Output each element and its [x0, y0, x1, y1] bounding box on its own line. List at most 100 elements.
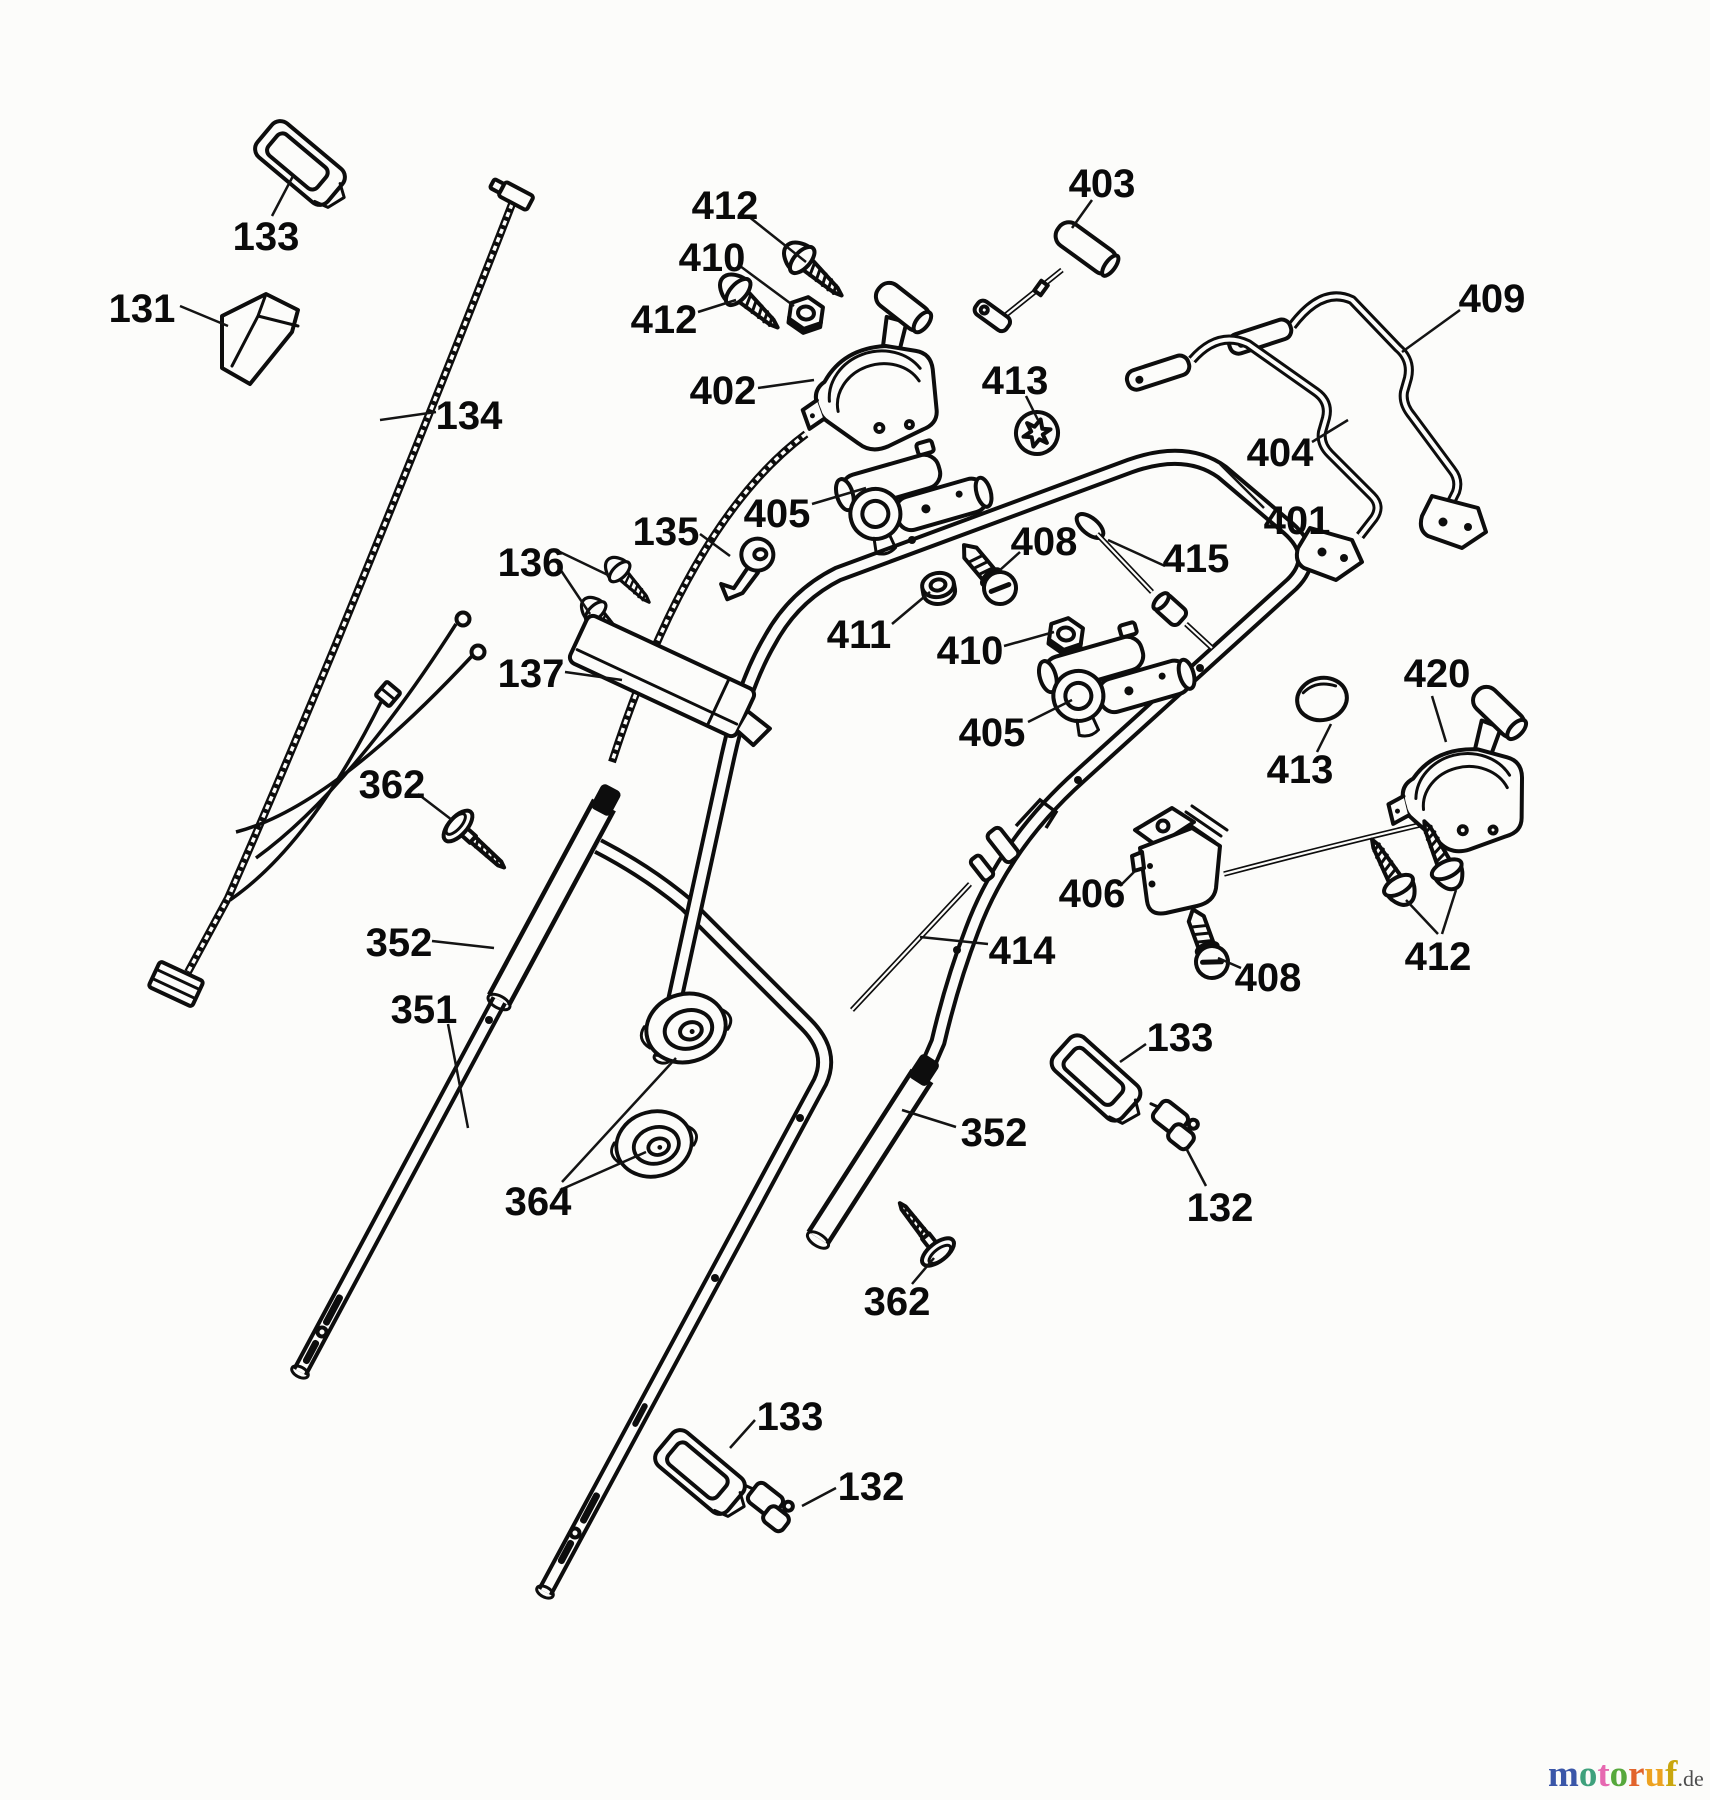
part-label-135: 135 — [633, 510, 700, 554]
leader-413-2 — [1315, 723, 1333, 753]
leader-412-2 — [697, 298, 737, 314]
part-label-405-2: 405 — [959, 711, 1026, 755]
part-label-131: 131 — [109, 287, 176, 331]
part-label-415: 415 — [1163, 537, 1230, 581]
leader-409 — [1401, 308, 1461, 354]
cable-end-connector — [147, 960, 205, 1008]
wire-spade-connector — [374, 680, 402, 708]
leader-362-2 — [911, 1257, 935, 1285]
part-label-406: 406 — [1059, 872, 1126, 916]
part-137-switch-housing — [567, 613, 772, 748]
part-410-nut-1 — [785, 292, 827, 338]
leader-408-1 — [999, 551, 1021, 571]
leader-135 — [699, 532, 731, 558]
wire-ring-terminal — [454, 610, 472, 628]
leader-131 — [179, 304, 229, 328]
part-406-switch — [1130, 804, 1229, 916]
part-136-screw-1 — [597, 549, 660, 613]
leader-411 — [891, 591, 931, 625]
leader-412-34b — [1440, 889, 1458, 935]
part-label-410-1: 410 — [679, 236, 746, 280]
leader-410-2 — [1003, 630, 1055, 648]
watermark-tld: .de — [1678, 1766, 1704, 1791]
part-413-cap — [1295, 675, 1349, 723]
part-364-knob-1 — [631, 981, 741, 1075]
leader-403 — [1070, 199, 1094, 229]
leader-415 — [1107, 538, 1166, 568]
part-404-rod — [1124, 334, 1383, 582]
leader-401 — [1219, 463, 1265, 509]
part-label-409: 409 — [1459, 277, 1526, 321]
part-label-413-2: 413 — [1267, 748, 1334, 792]
part-412-screw-3 — [1356, 829, 1425, 914]
part-label-133-top: 133 — [233, 215, 300, 259]
leader-136b — [556, 565, 592, 615]
part-label-362-1: 362 — [359, 763, 426, 807]
part-label-133-bottom: 133 — [757, 1395, 824, 1439]
leader-412-1 — [747, 215, 807, 263]
leader-413-1 — [1024, 395, 1040, 421]
part-label-408-1: 408 — [1011, 520, 1078, 564]
part-408-screw-2 — [1178, 904, 1233, 983]
leader-364b — [559, 1150, 647, 1192]
leader-132-bottom — [801, 1486, 837, 1508]
part-label-408-2: 408 — [1235, 956, 1302, 1000]
part-label-412-2: 412 — [631, 298, 698, 342]
part-label-137: 137 — [498, 652, 565, 696]
handle-sleeve-352-right — [805, 1054, 939, 1250]
leader-420 — [1430, 695, 1448, 743]
leader-414 — [919, 935, 989, 946]
part-label-352-2: 352 — [961, 1111, 1028, 1155]
part-132-connector-right — [1138, 1090, 1206, 1154]
part-362-screw-2 — [882, 1189, 961, 1273]
part-410-nut-2 — [1045, 613, 1087, 659]
part-403-handle-pin — [972, 220, 1121, 334]
leader-352-2 — [901, 1108, 957, 1129]
leader-134 — [379, 410, 437, 422]
watermark-motoruf: motoruf.de — [1548, 1754, 1704, 1795]
part-label-134: 134 — [436, 394, 503, 438]
leader-132-right — [1184, 1147, 1208, 1187]
part-label-414: 414 — [989, 929, 1056, 973]
leader-133-bottom — [729, 1419, 756, 1449]
leader-408-2 — [1217, 956, 1242, 970]
part-415-pin — [1074, 512, 1214, 651]
part-label-352-1: 352 — [366, 921, 433, 965]
part-label-412-34: 412 — [1405, 935, 1472, 979]
part-133-clip-bottom — [648, 1423, 760, 1527]
leader-351 — [446, 1023, 470, 1129]
part-label-410-2: 410 — [937, 629, 1004, 673]
part-label-401: 401 — [1264, 499, 1331, 543]
part-412-screw-1 — [773, 232, 855, 310]
leader-352-1 — [431, 939, 495, 950]
throttle-cable-414 — [849, 797, 1059, 1012]
part-label-403: 403 — [1069, 162, 1136, 206]
leader-362-1 — [417, 793, 453, 821]
leader-137 — [564, 670, 623, 682]
leader-364a — [561, 1057, 677, 1183]
part-labels: 133 131 134 412 410 412 402 413 403 409 … — [109, 162, 1526, 1509]
leader-133-right — [1119, 1042, 1147, 1064]
part-413-star-washer — [1014, 410, 1060, 456]
leader-405-1 — [811, 486, 867, 506]
part-label-364: 364 — [505, 1180, 572, 1224]
handle-sleeve-352-left — [486, 784, 621, 1012]
throttle-cable-420 — [1223, 821, 1425, 877]
leader-133-top — [270, 175, 295, 217]
leader-412-34a — [1405, 899, 1439, 935]
part-label-133-right: 133 — [1147, 1016, 1214, 1060]
part-364-knob-2 — [601, 1099, 707, 1189]
part-131-clip — [220, 292, 300, 386]
leader-410-1 — [739, 264, 795, 308]
part-label-136: 136 — [498, 541, 565, 585]
tube-mount-slots — [302, 1294, 648, 1565]
part-label-402: 402 — [690, 369, 757, 413]
part-label-132-right: 132 — [1187, 1186, 1254, 1230]
wiring-harness-134 — [147, 177, 535, 1008]
part-133-clip-top — [248, 114, 360, 218]
throttle-cable-402 — [608, 430, 809, 764]
part-135-key — [719, 536, 776, 602]
leader-406 — [1119, 871, 1135, 887]
part-411-grommet — [918, 568, 960, 609]
